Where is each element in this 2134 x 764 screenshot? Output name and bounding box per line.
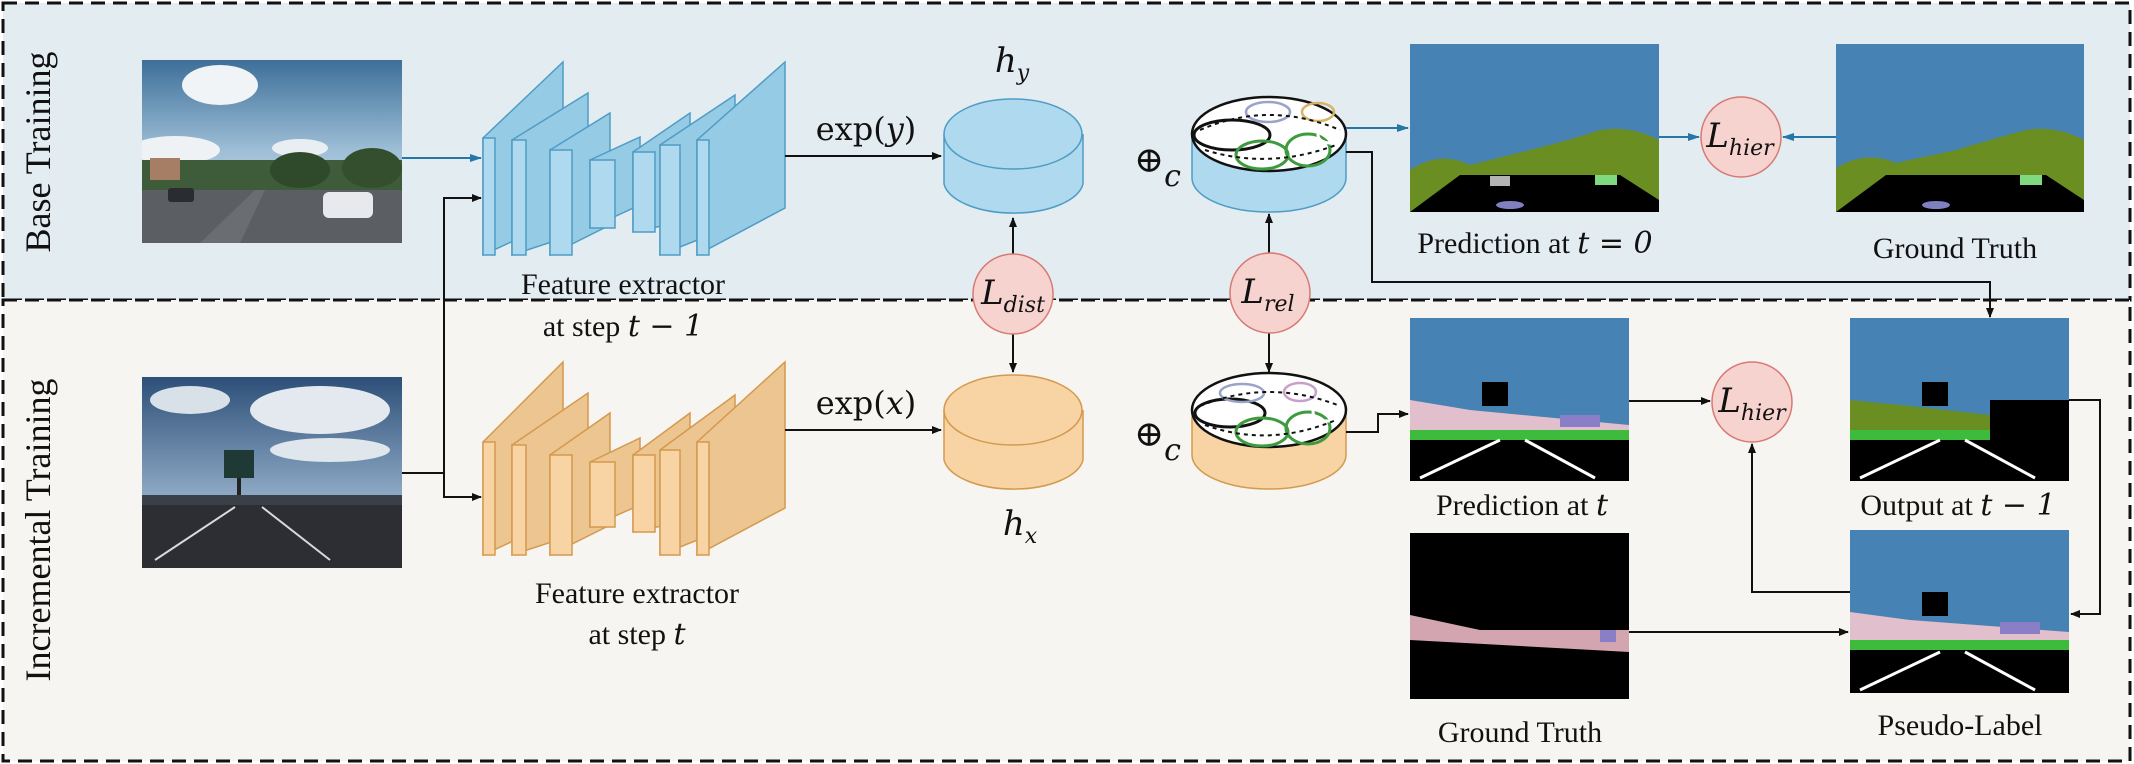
hx-label: hx [1003, 504, 1038, 549]
seg-prediction-t0 [1410, 44, 1659, 212]
street-scene-photo [142, 60, 402, 243]
seg-prediction-t [1410, 318, 1629, 481]
caption-output-t1: Output at t − 1 [1860, 488, 2055, 523]
caption-gt-bottom: Ground Truth [1438, 716, 1602, 749]
extractor-top-line1: Feature extractor [521, 268, 725, 301]
base-training-label: Base Training [18, 51, 58, 252]
seg-ground-truth-bottom [1410, 533, 1629, 699]
hierarchy-disc-top [1190, 95, 1348, 213]
loss-dist: Ldist [972, 253, 1054, 335]
seg-pseudo-label [1850, 530, 2069, 693]
arrow-disc-to-pred-t [1346, 410, 1409, 433]
caption-pred-t: Prediction at t [1436, 488, 1609, 523]
seg-ground-truth-top [1836, 44, 2084, 212]
arrow-photo-bottom-to-extractor-bottom [443, 473, 482, 501]
hyper-disc-x [943, 374, 1084, 490]
svg-text:Ldist: Ldist [980, 273, 1045, 318]
caption-pseudo-label: Pseudo-Label [1878, 709, 2043, 742]
hierarchy-disc-bottom [1190, 371, 1348, 490]
exp-y-label: exp(y) [816, 110, 917, 148]
loss-hier-bottom: Lhier [1711, 361, 1793, 443]
svg-text:Lrel: Lrel [1240, 272, 1294, 317]
loss-rel: Lrel [1229, 252, 1311, 334]
seg-output-t1 [1850, 318, 2069, 481]
arrow-photo-bottom-to-extractor-top [402, 194, 482, 474]
arrow-output-to-pseudo [2069, 399, 2101, 618]
arrow-pseudo-to-lhier [1748, 443, 1850, 593]
concat-op-top: ⊕c [1134, 140, 1181, 194]
caption-gt-top: Ground Truth [1873, 232, 2037, 265]
hy-label: hy [995, 41, 1030, 86]
svg-text:Lhier: Lhier [1717, 381, 1787, 426]
loss-hier-top: Lhier [1700, 96, 1782, 178]
svg-text:Lhier: Lhier [1705, 116, 1775, 161]
highway-scene-photo [142, 377, 402, 568]
caption-pred-t0: Prediction at t = 0 [1417, 226, 1652, 261]
extractor-bottom-line1: Feature extractor [535, 577, 739, 610]
arrow-disc-to-output-t1 [1346, 151, 1994, 318]
extractor-bottom-line2: at step t [588, 617, 686, 652]
feature-extractor-top [482, 60, 786, 257]
extractor-top-line2: at step t − 1 [543, 309, 703, 344]
exp-x-label: exp(x) [816, 384, 916, 422]
concat-op-bottom: ⊕c [1134, 414, 1181, 468]
incremental-training-label: Incremental Training [18, 379, 58, 682]
hyper-disc-y [943, 98, 1084, 214]
feature-extractor-bottom [482, 360, 786, 557]
